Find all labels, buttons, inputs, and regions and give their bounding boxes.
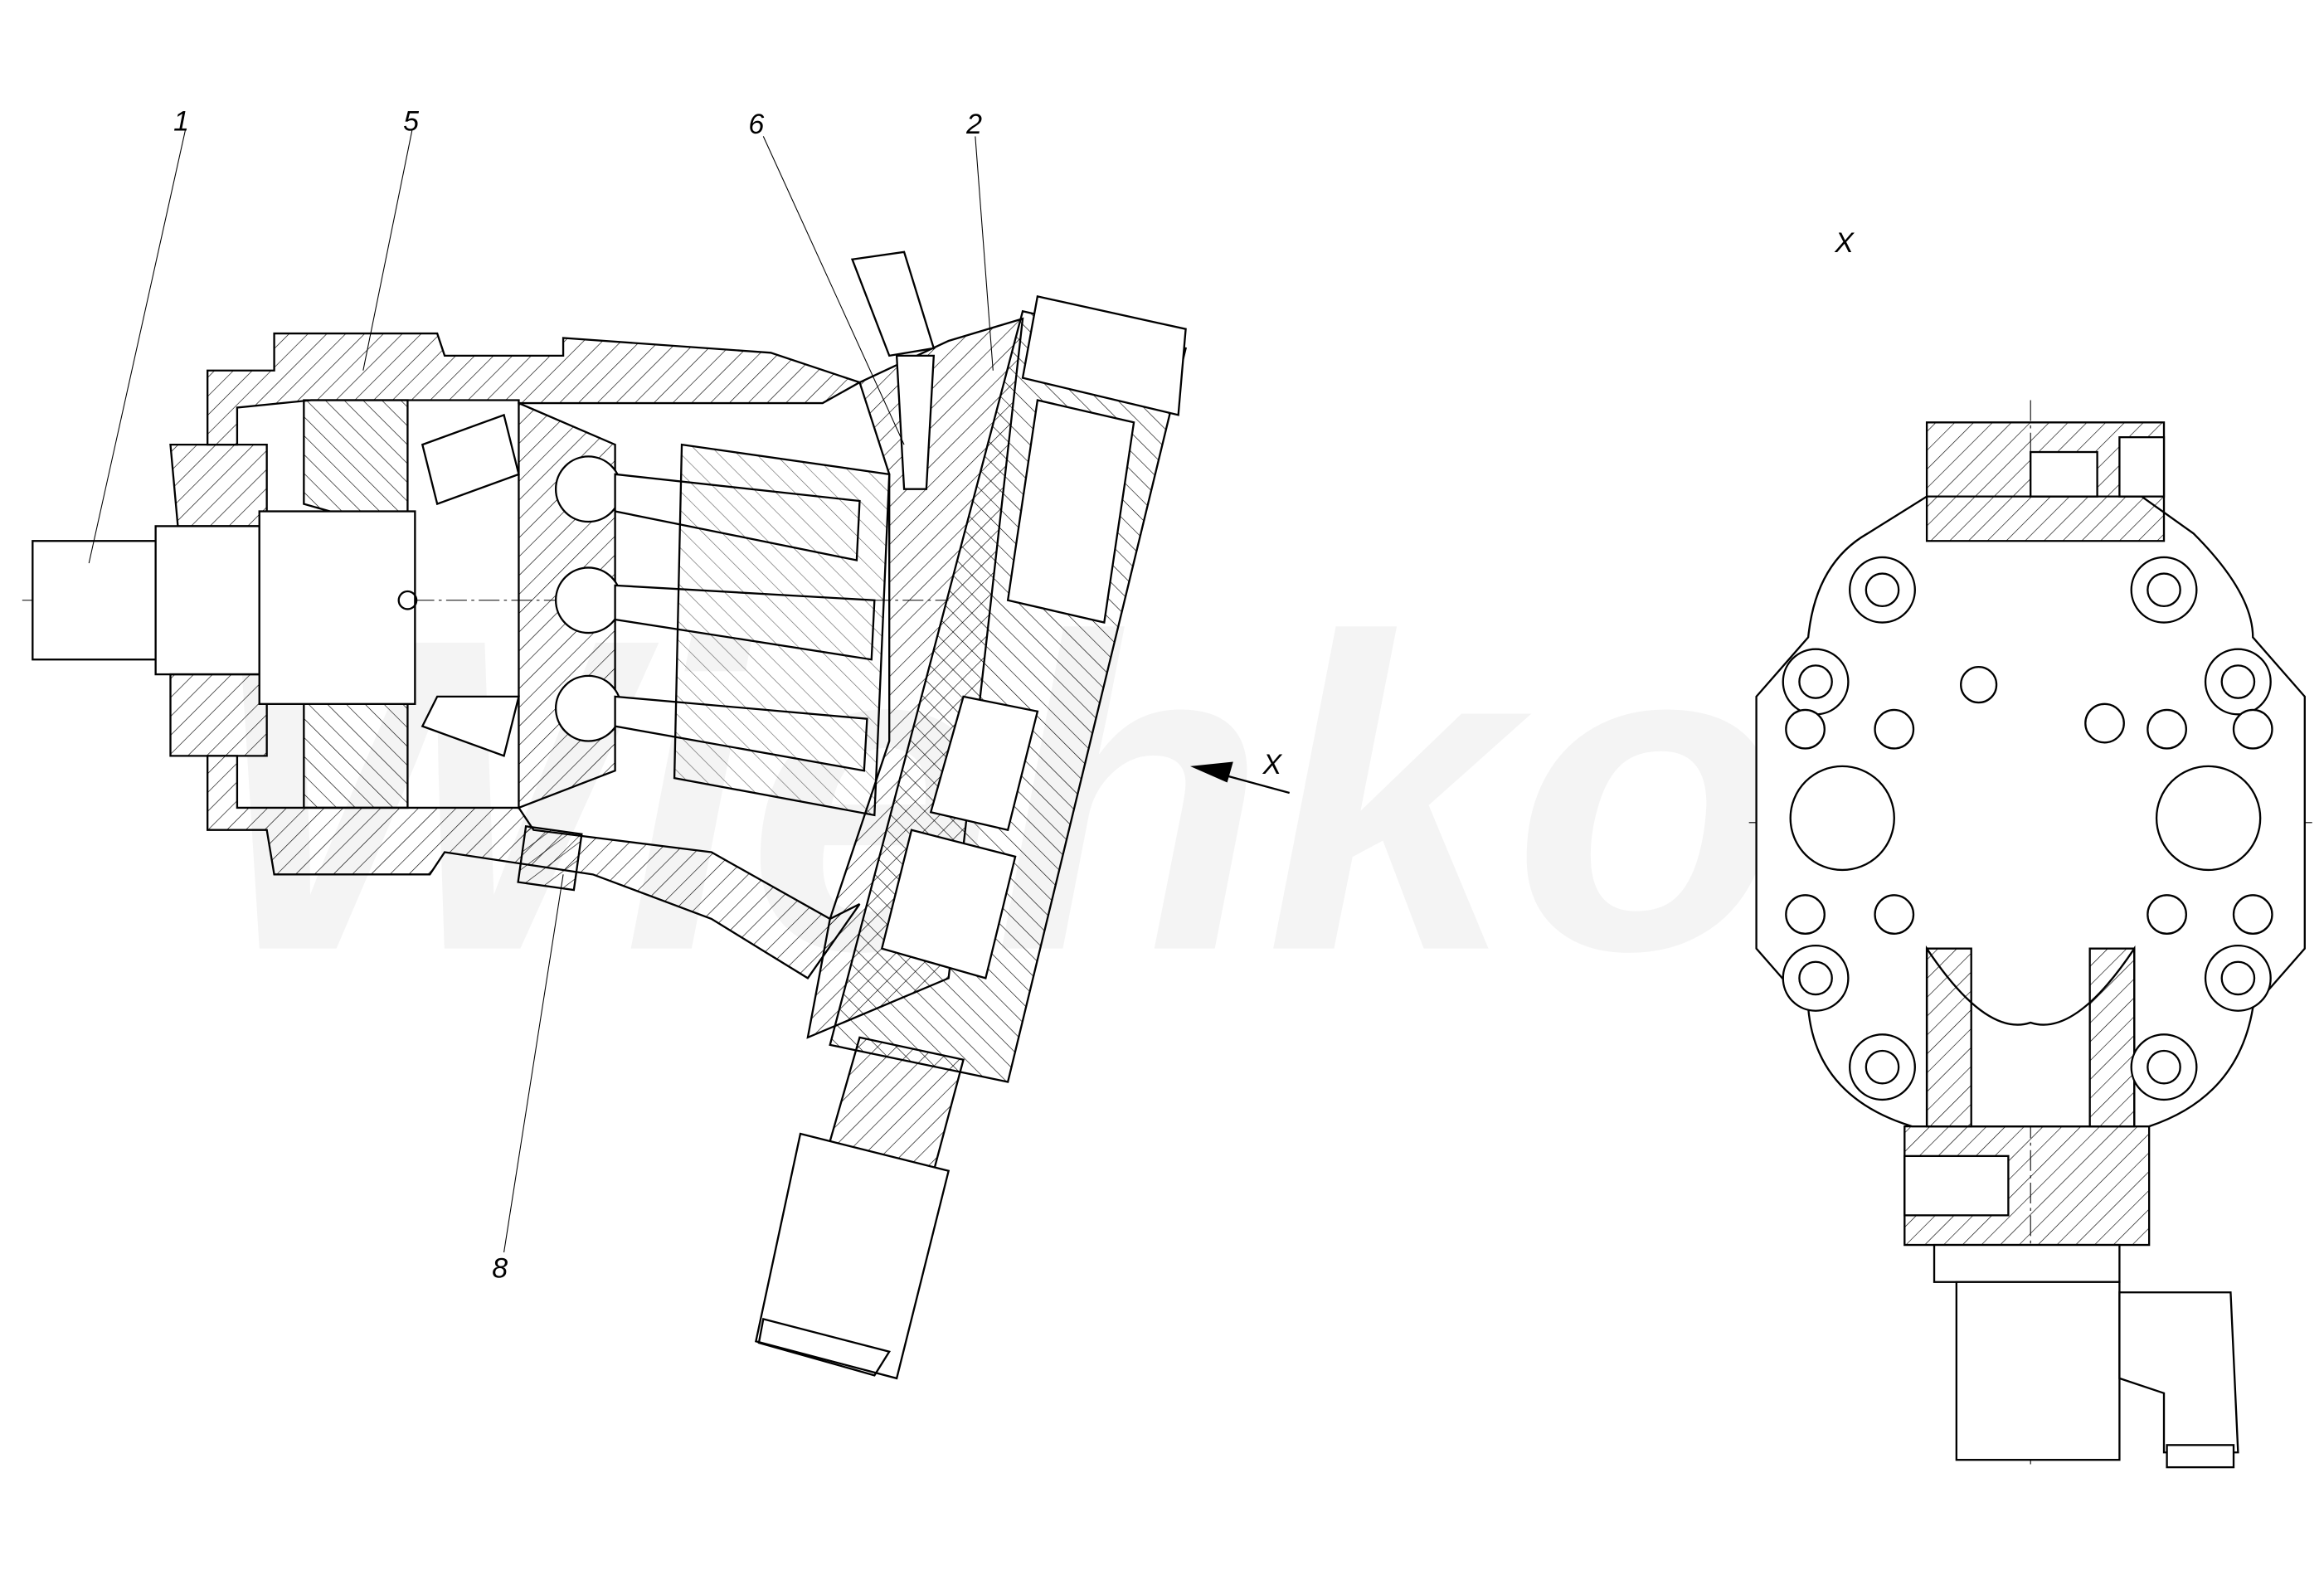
front-cover-top xyxy=(169,443,268,527)
port-plate xyxy=(806,317,1024,1039)
callout-5: 5 xyxy=(403,105,419,137)
view-x-title: X xyxy=(1834,227,1855,259)
view-arrow-head xyxy=(1189,761,1233,783)
output-shaft xyxy=(32,540,168,661)
shaft-collar xyxy=(154,525,260,676)
sensor-plug xyxy=(850,250,936,357)
view-arrow-label: X xyxy=(1262,749,1283,780)
connector-plug xyxy=(2118,1291,2239,1454)
solenoid-coil-x xyxy=(1955,1281,2121,1461)
valve-cap xyxy=(1021,295,1187,416)
front-cover-bottom xyxy=(169,673,268,757)
bolt-holes xyxy=(1782,556,2273,1101)
valve-spool xyxy=(929,695,1039,832)
drive-flange xyxy=(258,510,416,705)
solenoid-coil xyxy=(755,1132,951,1380)
housing-lower xyxy=(207,755,861,979)
pressure-valve xyxy=(880,829,1017,979)
cylinder-block xyxy=(673,443,891,817)
taper-roller-upper xyxy=(421,413,520,506)
callouts: 1 5 6 2 8 xyxy=(88,105,994,1284)
drain-port xyxy=(517,825,583,892)
callout-8: 8 xyxy=(492,1252,508,1284)
callout-2: 2 xyxy=(965,109,982,140)
callout-1: 1 xyxy=(173,105,189,137)
motor-section-view: X xyxy=(22,250,1290,1380)
callout-6: 6 xyxy=(748,109,764,140)
control-piston xyxy=(1006,399,1135,624)
sensor-stem xyxy=(895,354,936,490)
view-x: X xyxy=(1748,227,2312,1469)
